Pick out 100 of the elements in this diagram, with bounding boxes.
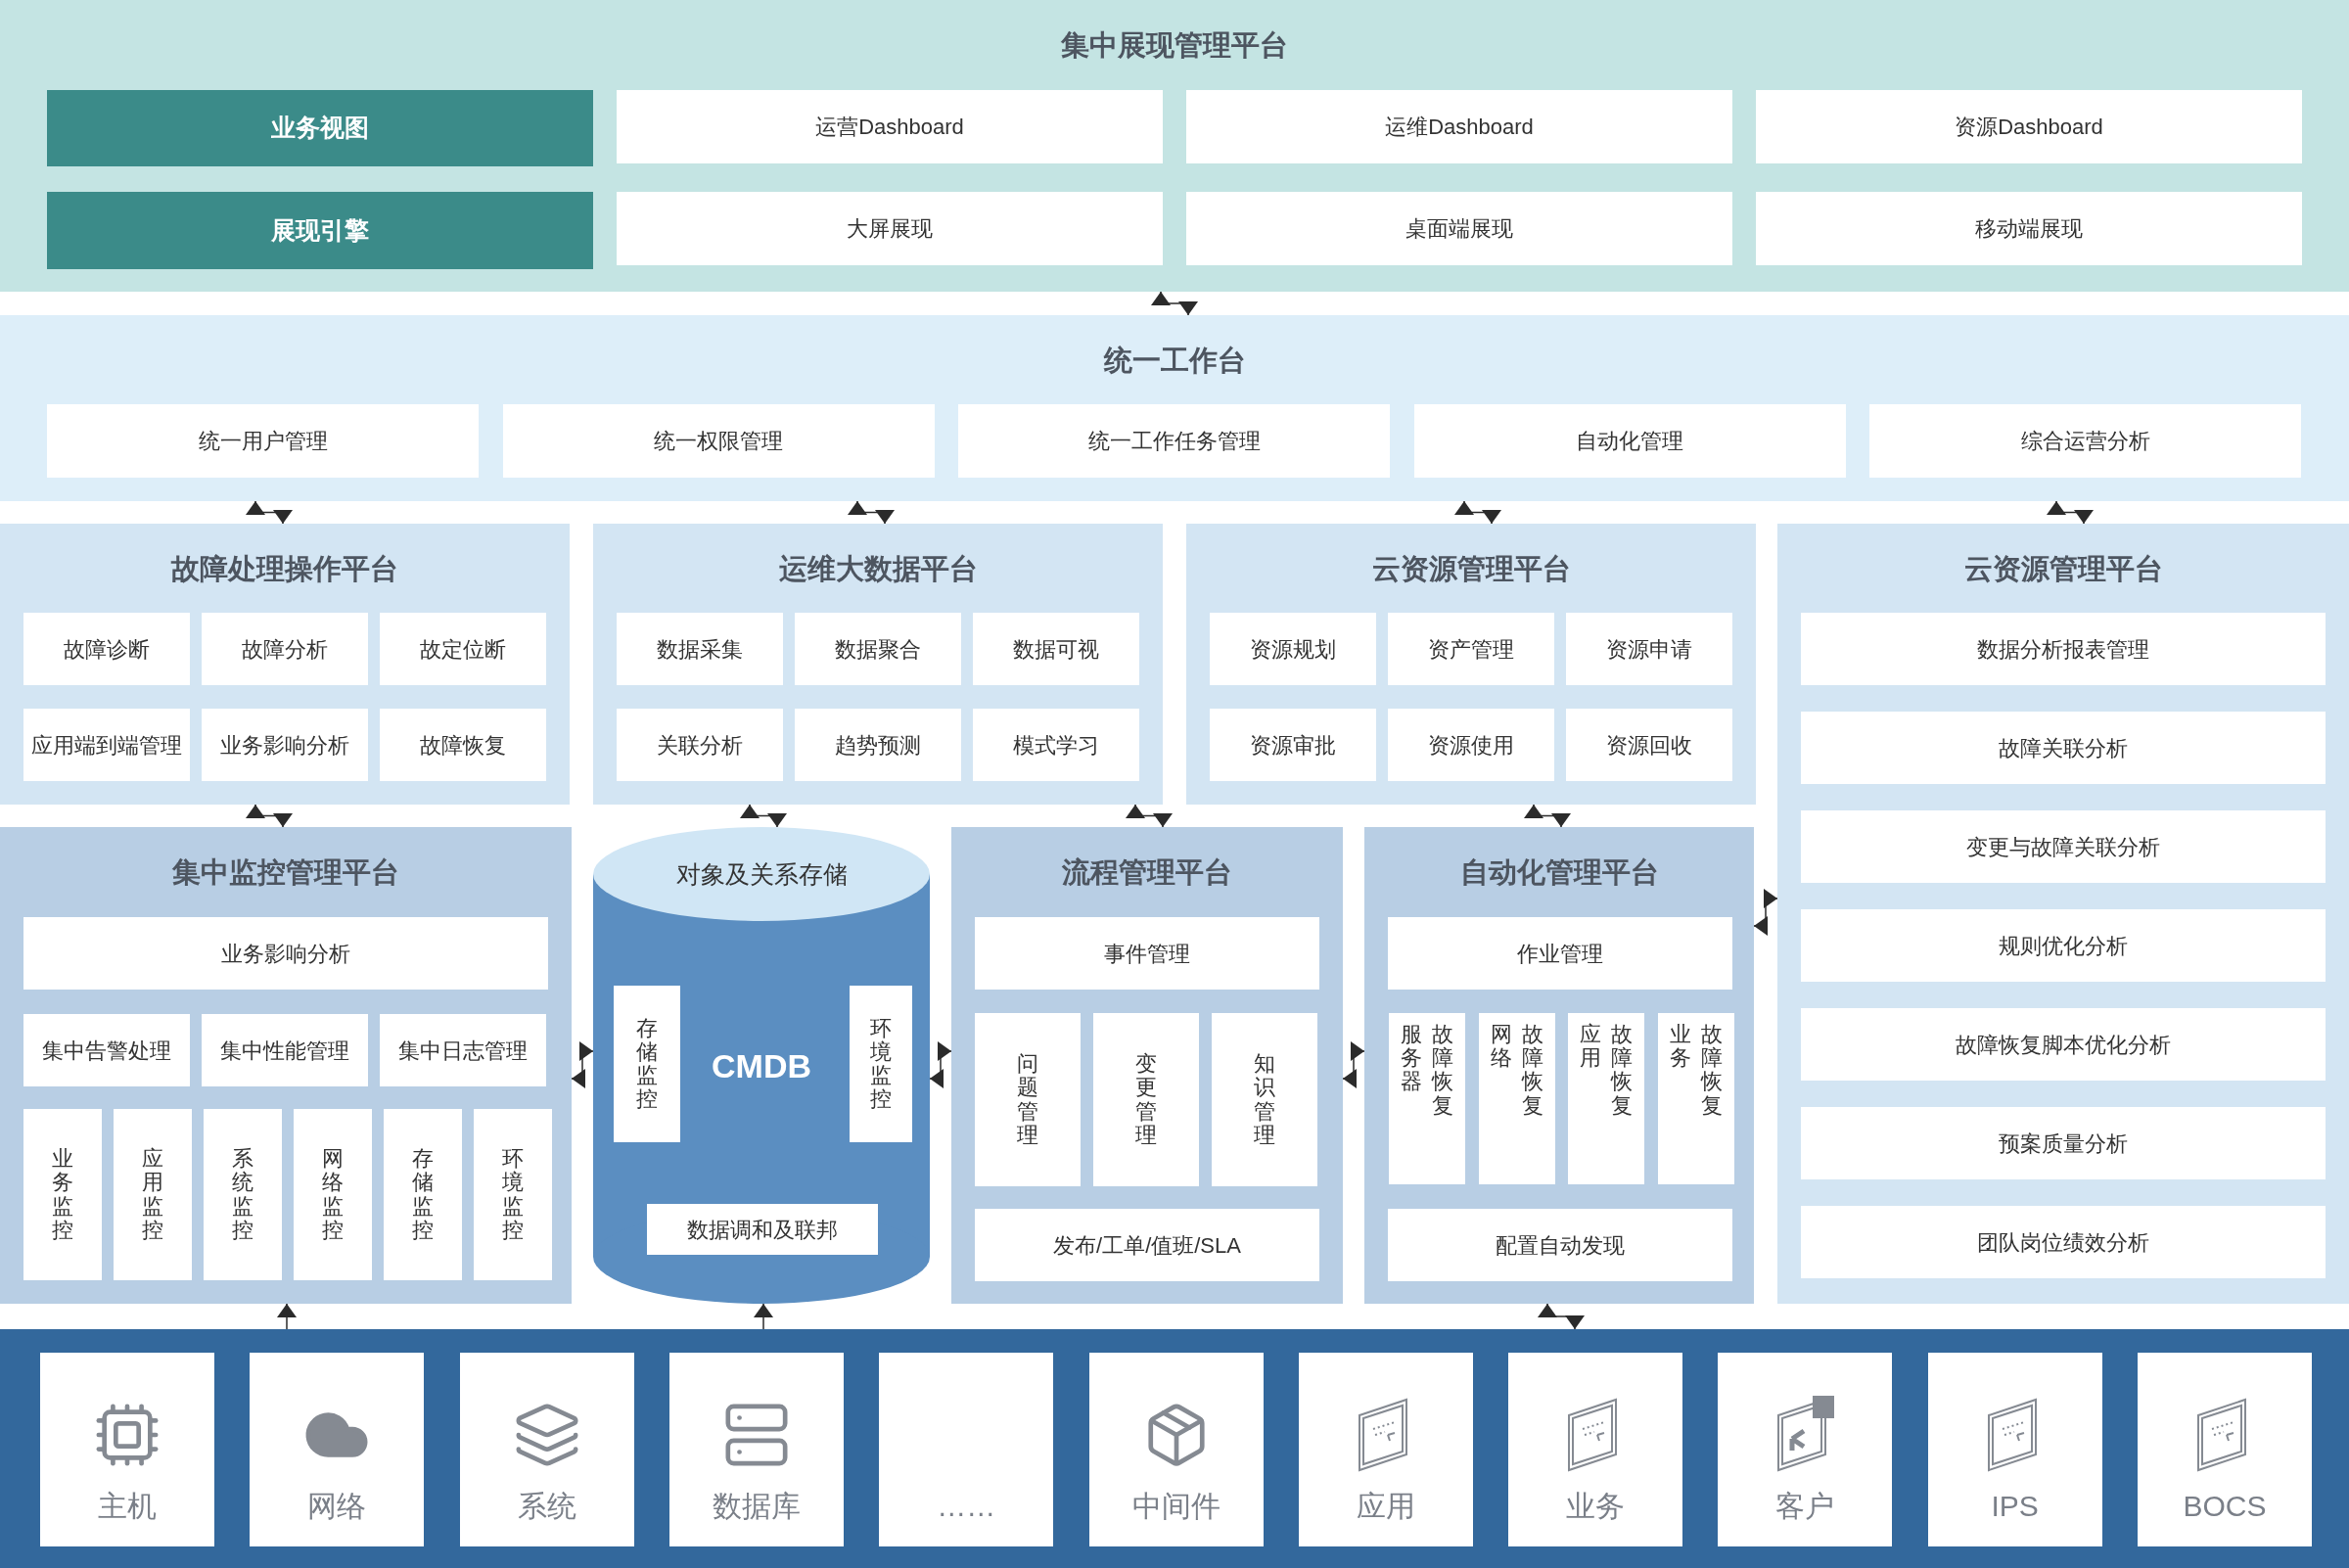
platform-panel [1364, 827, 1754, 1304]
resource-tile [1298, 1353, 1473, 1546]
module-box [1478, 1013, 1555, 1184]
module-label: 事件管理 [1104, 940, 1190, 968]
module-box [1388, 613, 1554, 685]
module-box [23, 1014, 190, 1086]
module-label: 资产管理 [1428, 635, 1514, 664]
module-box [23, 613, 190, 685]
bidirectional-arrow [1126, 804, 1173, 828]
module-box [47, 404, 479, 478]
module-label: 环境监控 [870, 1016, 892, 1112]
category-box [47, 192, 593, 269]
resource-label: 数据库 [712, 1489, 801, 1524]
platform-panel [593, 524, 1163, 805]
platform-panel [1186, 524, 1756, 805]
platform-title: 故障处理操作平台 [171, 552, 398, 586]
module-box [202, 613, 368, 685]
resource-tile [879, 1353, 1054, 1546]
platform-panel [0, 524, 570, 805]
resource-tile [40, 1353, 214, 1546]
module-label: 资源申请 [1606, 635, 1692, 664]
bidirectional-arrow [848, 500, 895, 525]
bidirectional-arrow [929, 1041, 952, 1088]
module-label: 故障恢复脚本优化分析 [1956, 1031, 2171, 1059]
storage-label: 对象及关系存储 [675, 859, 848, 890]
platform-title: 云资源管理平台 [1963, 552, 2163, 586]
module-box [614, 986, 680, 1142]
resource-label: 客户 [1775, 1489, 1835, 1524]
resource-label: 应用 [1356, 1489, 1415, 1524]
module-label: 统一工作任务管理 [1087, 428, 1261, 455]
platform-title: 集中监控管理平台 [172, 855, 399, 890]
module-box [1186, 90, 1732, 163]
platform-panel [1777, 524, 2349, 1304]
module-box [502, 404, 935, 478]
module-box [384, 1109, 462, 1280]
module-box [1657, 1013, 1734, 1184]
module-label: 网络监控 [322, 1147, 344, 1242]
module-label: 大屏展现 [847, 215, 933, 243]
layer-label: 业务视图 [271, 113, 369, 144]
module-box [975, 917, 1319, 990]
resource-label: 业务 [1566, 1489, 1626, 1524]
module-box [1413, 404, 1846, 478]
module-box [617, 192, 1163, 265]
module-label: 应用端到端管理 [31, 731, 182, 760]
module-box [975, 1013, 1081, 1186]
module-box [380, 1014, 546, 1086]
module-label: 模式学习 [1013, 731, 1099, 760]
module-box [202, 1014, 368, 1086]
bidirectional-arrow [1753, 889, 1778, 936]
resource-label: IPS [1991, 1489, 2039, 1524]
module-label: 数据采集 [657, 635, 743, 664]
module-label: 故障分析 [242, 635, 328, 664]
module-label: 应用 [1580, 1023, 1601, 1071]
platform-title: 流程管理平台 [1062, 855, 1232, 890]
module-box [617, 90, 1163, 163]
module-label: 集中日志管理 [398, 1037, 528, 1065]
module-box [1801, 712, 2326, 784]
platform-panel [0, 827, 572, 1304]
module-label: 自动化管理 [1576, 428, 1683, 455]
module-label: 预案质量分析 [1999, 1130, 2128, 1158]
module-label: 集中性能管理 [220, 1037, 349, 1065]
module-box [474, 1109, 552, 1280]
module-label: 环境监控 [502, 1147, 524, 1242]
module-box [114, 1109, 192, 1280]
resource-label: 网络 [307, 1489, 367, 1524]
module-label: 故障恢复 [1700, 1023, 1723, 1118]
cmdb-label: CMDB [712, 1046, 811, 1086]
module-box [1389, 1013, 1465, 1184]
module-label: 桌面端展现 [1405, 215, 1513, 243]
module-box [1801, 810, 2326, 883]
module-label: 发布/工单/值班/SLA [1053, 1231, 1241, 1260]
module-box [958, 404, 1390, 478]
resource-tile [1718, 1353, 1893, 1546]
bidirectional-arrow [1524, 804, 1571, 828]
module-box [1210, 613, 1376, 685]
module-label: 资源规划 [1250, 635, 1336, 664]
platform-title: 集中展现管理平台 [1061, 28, 1288, 63]
module-label: 资源Dashboard [1955, 114, 2103, 141]
resource-label: 系统 [517, 1489, 576, 1524]
module-label: 网络 [1490, 1023, 1512, 1071]
module-box [647, 1204, 878, 1255]
module-box [1566, 613, 1732, 685]
module-box [795, 613, 961, 685]
module-box [1801, 1107, 2326, 1179]
module-box [1801, 613, 2326, 685]
resource-tile [1927, 1353, 2102, 1546]
module-box [795, 709, 961, 781]
resource-tile [1508, 1353, 1683, 1546]
arrow [754, 1303, 773, 1330]
module-label: 故障恢复 [1611, 1023, 1633, 1118]
module-label: 资源使用 [1428, 731, 1514, 760]
module-label: 变更与故障关联分析 [1966, 833, 2160, 861]
module-label: 集中告警处理 [42, 1037, 171, 1065]
category-box [47, 90, 593, 166]
module-box [973, 709, 1139, 781]
platform-title: 统一工作台 [1103, 344, 1246, 378]
module-label: 故障恢复 [420, 731, 506, 760]
bidirectional-arrow [1538, 1303, 1585, 1330]
bidirectional-arrow [1151, 291, 1198, 316]
resource-label: BOCS [2183, 1489, 2267, 1524]
